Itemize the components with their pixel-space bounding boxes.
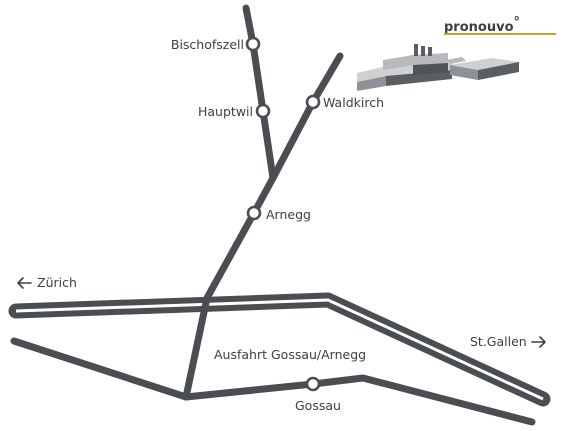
label-exit: Ausfahrt Gossau/Arnegg [214, 347, 366, 362]
label-stgallen: St.Gallen [470, 334, 527, 349]
factory-building-icon [357, 44, 519, 91]
station-arnegg [246, 205, 262, 221]
station-waldkirch [305, 94, 321, 110]
direction-zurich: Zürich [17, 275, 77, 290]
station-bischofszell [245, 36, 261, 52]
label-gossau: Gossau [295, 398, 341, 413]
motorway [8, 292, 551, 407]
label-hauptwil: Hauptwil [198, 104, 253, 119]
label-arnegg: Arnegg [266, 207, 311, 222]
logo-pro: pro [444, 20, 469, 35]
pronouvo-logo: pronouvo° [444, 15, 556, 35]
direction-stgallen: St.Gallen [470, 334, 546, 349]
road-waldkirch-arnegg [182, 52, 344, 401]
arrow-right-icon [531, 336, 546, 348]
label-bischofszell: Bischofszell [171, 37, 244, 52]
road-bischofszell [242, 4, 277, 182]
logo-text: pronouvo° [444, 15, 520, 35]
label-waldkirch: Waldkirch [323, 95, 384, 110]
logo-underline [444, 33, 556, 35]
motorway-divider [15, 298, 544, 401]
logo-mark: ° [514, 15, 521, 30]
label-zurich: Zürich [37, 275, 77, 290]
arrow-left-icon [17, 277, 32, 289]
station-hauptwil [255, 103, 271, 119]
logo-nouvo: nouvo [469, 20, 514, 35]
station-gossau [305, 376, 321, 392]
